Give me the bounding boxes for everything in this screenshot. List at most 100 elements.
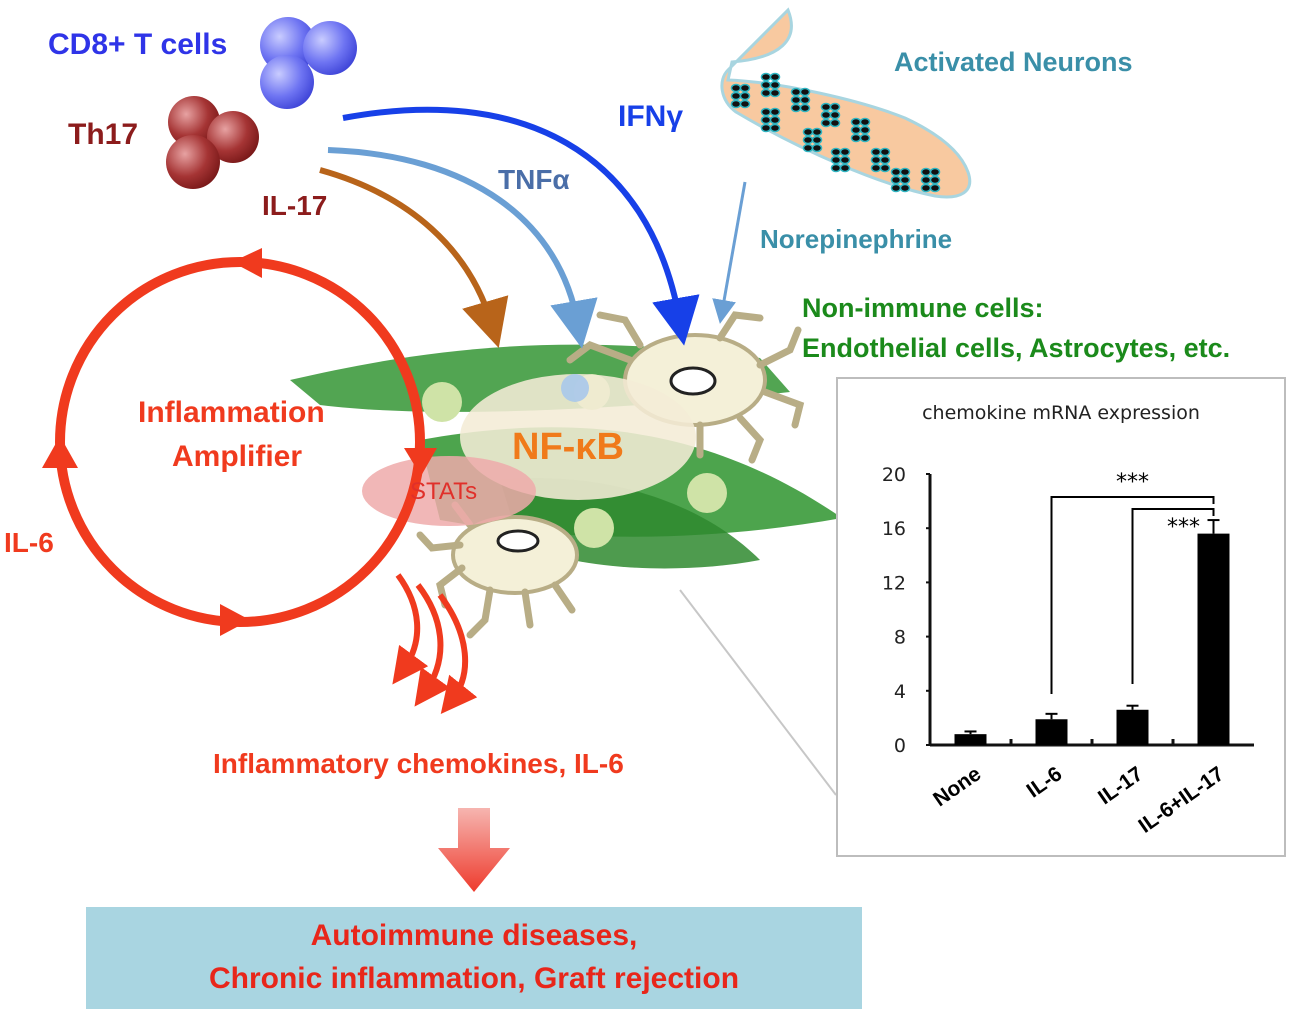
neuron-dot [790,95,802,105]
amplifier-label-line1: Inflammation [138,396,325,429]
cd8-cell-cluster [260,17,357,109]
cd8-label: CD8+ T cells [48,28,228,61]
neuron-dot [799,95,811,105]
neuron-dot [859,133,871,143]
chart-title: chemokine mRNA expression [922,402,1200,424]
neuron-dot [820,118,832,128]
th17-label: Th17 [68,118,139,151]
neuron-dot [760,72,772,82]
outcome-arrow [438,808,510,892]
neuron-dot [769,123,781,133]
neuron-dot [760,115,772,125]
neuron-dot [820,102,832,112]
neuron-dot [859,125,871,135]
ifn-label: IFNγ [618,100,684,133]
neuron-dot [811,127,823,137]
il17-label: IL-17 [262,190,328,221]
chart-significance-label: *** [1116,470,1149,495]
neuron-dot [850,125,862,135]
tnf-label: TNFα [498,164,570,195]
outcome-line1: Autoimmune diseases, [310,919,638,952]
neuron-dot [920,183,932,193]
neuron-dot [802,135,814,145]
norepinephrine-arrow [712,181,747,324]
ifn-arrow [342,106,700,346]
outcome-line2: Chronic inflammation, Graft rejection [208,962,740,995]
amplifier-loop [42,248,437,636]
neuron-dot [829,102,841,112]
chart-significance: ****** [1050,470,1215,694]
neuron-dot [769,88,781,98]
outcome-box: Autoimmune diseases, Chronic inflammatio… [86,907,862,1009]
chart-x-label: IL-6+IL-17 [1134,762,1228,837]
neuron-dot [802,127,814,137]
neuron-dot [879,147,891,157]
il17-arrow [319,167,509,349]
tnf-arrow [327,147,598,349]
neuron-dot [839,155,851,165]
secretion-arrows [392,573,478,715]
neuron-dot [769,72,781,82]
chemokines-label: Inflammatory chemokines, IL-6 [213,748,624,779]
nonimmune-label-line1: Non-immune cells: [802,293,1044,323]
neuron-dot [730,83,742,93]
neuron-dot [920,167,932,177]
il6-loop-label: IL-6 [4,527,54,558]
neuron-dot [769,80,781,90]
neuron-dot [850,117,862,127]
nonimmune-label-line2: Endothelial cells, Astrocytes, etc. [802,333,1231,363]
chart-y-tick-label: 4 [894,681,906,703]
neuron-dot [799,87,811,97]
neuron-dot [820,110,832,120]
chart-x-label: None [929,762,985,811]
chart-x-label: IL-6 [1023,762,1067,802]
neuron-dot [790,103,802,113]
neuron-dot [799,103,811,113]
neuron-dot [899,183,911,193]
neuron-dot [829,110,841,120]
neuron-dot [760,88,772,98]
chart-bars [954,519,1230,745]
neuron-dot [760,123,772,133]
neuron-dot [839,163,851,173]
chart-x-label: IL-17 [1094,762,1147,809]
neuron-dot [899,167,911,177]
chart-bar [954,734,987,745]
neuron-receptor-dots [730,72,941,193]
neuron-dot [830,163,842,173]
neuron-dot [929,183,941,193]
chart-significance-bracket [1050,496,1215,694]
neuron-dot [920,175,932,185]
neuron-dot [790,87,802,97]
chart-y-tick-label: 16 [882,518,906,540]
neuron-dot [899,175,911,185]
neuron-dot [870,147,882,157]
chart-bar [1197,533,1230,745]
neuron-dot [879,155,891,165]
neuron-dot [830,155,842,165]
astrocyte-lower [416,501,579,639]
neuron-dot [760,107,772,117]
chart-bar [1116,709,1149,745]
nfkb-bubble [460,374,696,500]
stats-label: STATs [410,478,478,505]
neuron-dot [870,155,882,165]
neuron-dot [811,135,823,145]
amplifier-label-line2: Amplifier [172,440,303,473]
neuron-dot [739,83,751,93]
neuron-dot [769,107,781,117]
chart-y-tick-label: 8 [894,627,906,649]
neuron-dot [839,147,851,157]
chart-y-tick-label: 20 [882,464,906,486]
neuron-dot [890,167,902,177]
zoom-line [679,589,837,796]
neuron-dot [802,143,814,153]
chart-y-tick-label: 12 [882,572,906,594]
neuron-dot [870,163,882,173]
chart-bar [1035,719,1068,745]
